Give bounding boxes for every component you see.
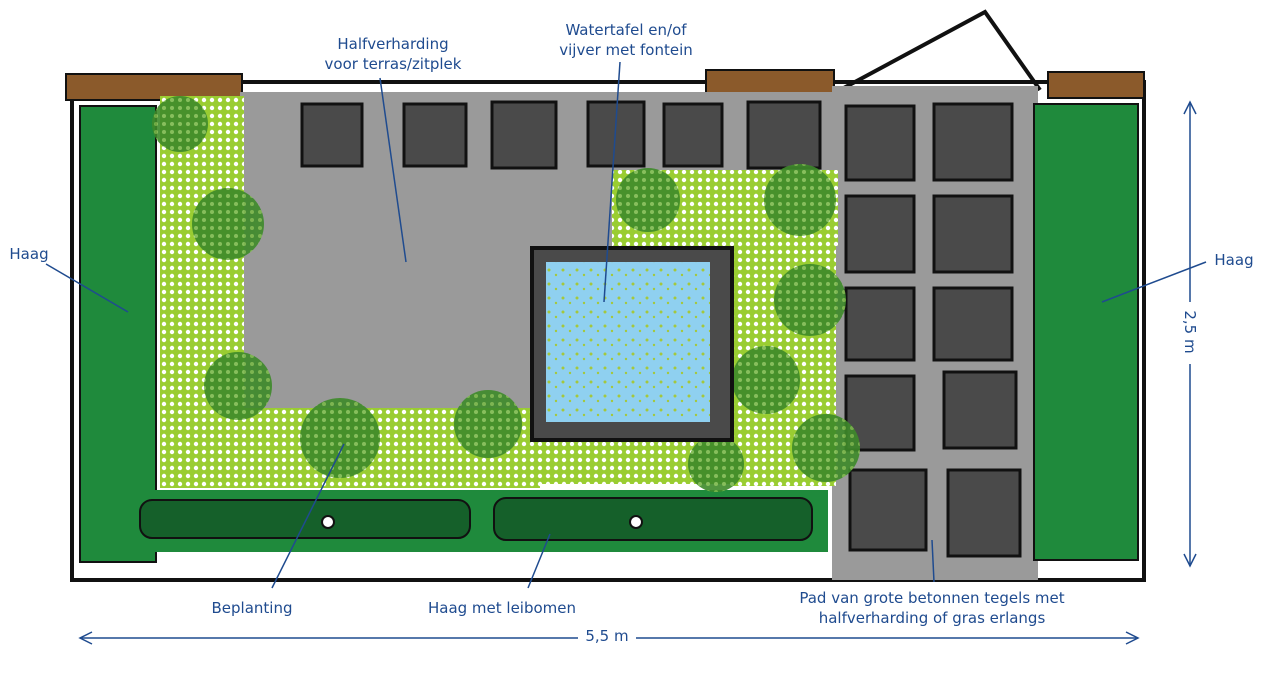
fence-left — [65, 73, 243, 101]
label-depth-dimension: 2,5 m — [1181, 310, 1199, 354]
label-width-dimension: 5,5 m — [585, 627, 629, 645]
tree-trunk-right — [629, 515, 643, 529]
espalier-left — [139, 499, 471, 539]
label-halfverharding: Halfverharding voor terras/zitplek — [324, 35, 462, 73]
path-tiles — [844, 102, 1022, 558]
label-beplanting: Beplanting — [211, 599, 293, 617]
label-haag-right: Haag — [1214, 251, 1254, 269]
hedge-right — [1033, 103, 1139, 561]
pond-water — [546, 262, 710, 422]
hedge-left — [79, 105, 157, 563]
espalier-right — [493, 497, 813, 541]
label-watertafel: Watertafel en/of vijver met fontein — [559, 21, 693, 59]
label-haag-leibomen: Haag met leibomen — [427, 599, 577, 617]
depth-dimension — [1183, 100, 1197, 568]
terrace-tiles — [300, 100, 822, 170]
label-pad: Pad van grote betonnen tegels met halfve… — [799, 589, 1065, 627]
leader-lines — [45, 61, 1207, 589]
tree-trunk-left — [321, 515, 335, 529]
gate — [839, 9, 1042, 92]
width-dimension — [78, 631, 1140, 645]
label-haag-left: Haag — [9, 245, 49, 263]
fence-right — [1047, 71, 1145, 99]
shrubs — [152, 96, 860, 492]
